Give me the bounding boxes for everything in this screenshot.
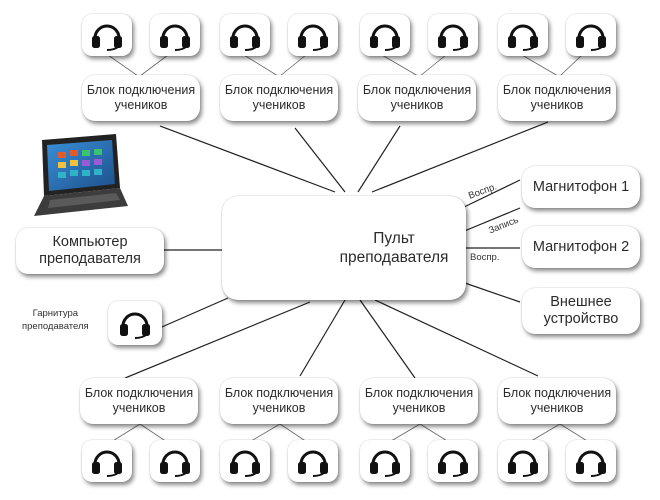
headset-icon bbox=[92, 450, 122, 477]
headset-box bbox=[150, 14, 200, 56]
headset-icon bbox=[438, 24, 468, 51]
headset-icon bbox=[438, 450, 468, 477]
student-block-sublabel: учеников bbox=[252, 401, 306, 415]
headset-box bbox=[288, 440, 338, 482]
headset-icon bbox=[508, 24, 538, 51]
headset-box bbox=[498, 14, 548, 56]
headset-box bbox=[82, 440, 132, 482]
headset-icon bbox=[508, 450, 538, 477]
student-block-label: Блок подключения bbox=[502, 386, 612, 400]
headset-icon bbox=[230, 450, 260, 477]
student-block-sublabel: учеников bbox=[530, 401, 584, 415]
student-block-label: Блок подключения bbox=[502, 83, 612, 97]
teacher-headset-label-line1: Гарнитура bbox=[32, 308, 79, 319]
tape-recorder-1-label: Магнитофон 1 bbox=[532, 178, 630, 195]
teacher-console-box: Пульт преподавателя bbox=[222, 196, 466, 300]
headset-box bbox=[566, 440, 616, 482]
headset-icon bbox=[576, 450, 606, 477]
headset-box bbox=[150, 440, 200, 482]
headset-box bbox=[428, 14, 478, 56]
headset-icon bbox=[298, 450, 328, 477]
headset-box bbox=[360, 440, 410, 482]
student-block-label: Блок подключения bbox=[224, 83, 334, 97]
headset-icon bbox=[230, 24, 260, 51]
student-block-label: Блок подключения bbox=[86, 83, 196, 97]
student-block-sublabel: учеников bbox=[392, 401, 446, 415]
headset-box bbox=[428, 440, 478, 482]
headset-icon bbox=[92, 24, 122, 51]
headset-box bbox=[498, 440, 548, 482]
teacher-headset-label: Гарнитура преподавателя bbox=[22, 307, 89, 333]
headset-icon bbox=[370, 24, 400, 51]
playback-label-2: Воспр. bbox=[470, 252, 500, 263]
student-block-label: Блок подключения bbox=[362, 83, 472, 97]
student-block-label: Блок подключения bbox=[84, 386, 194, 400]
student-block-sublabel: учеников bbox=[114, 98, 168, 112]
headset-box bbox=[288, 14, 338, 56]
headset-icon bbox=[298, 24, 328, 51]
headset-icon bbox=[160, 450, 190, 477]
tape-recorder-1-box: Магнитофон 1 bbox=[522, 166, 640, 208]
external-device-label: Внешнее bbox=[550, 294, 612, 310]
teacher-computer-sublabel: преподавателя bbox=[39, 251, 141, 267]
student-block-label: Блок подключения bbox=[224, 386, 334, 400]
tape-recorder-2-label: Магнитофон 2 bbox=[532, 238, 630, 255]
headset-icon bbox=[370, 450, 400, 477]
headset-box bbox=[360, 14, 410, 56]
headset-box bbox=[220, 14, 270, 56]
headset-box bbox=[82, 14, 132, 56]
headset-icon bbox=[160, 24, 190, 51]
laptop-icon bbox=[34, 134, 128, 216]
console-label: Пульт bbox=[373, 230, 415, 247]
teacher-headset-label-line2: преподавателя bbox=[22, 321, 89, 332]
headset-icon bbox=[576, 24, 606, 51]
tape-recorder-2-box: Магнитофон 2 bbox=[522, 226, 640, 268]
headset-box bbox=[220, 440, 270, 482]
external-device-sublabel: устройство bbox=[543, 311, 619, 327]
teacher-headset-box bbox=[108, 301, 162, 345]
student-block-sublabel: учеников bbox=[252, 98, 306, 112]
student-block-sublabel: учеников bbox=[390, 98, 444, 112]
headset-box bbox=[566, 14, 616, 56]
student-block-sublabel: учеников bbox=[530, 98, 584, 112]
student-block-label: Блок подключения bbox=[364, 386, 474, 400]
console-sublabel: преподавателя bbox=[339, 249, 449, 266]
teacher-computer-label: Компьютер bbox=[52, 234, 128, 250]
headset-icon bbox=[120, 312, 150, 339]
student-block-sublabel: учеников bbox=[112, 401, 166, 415]
